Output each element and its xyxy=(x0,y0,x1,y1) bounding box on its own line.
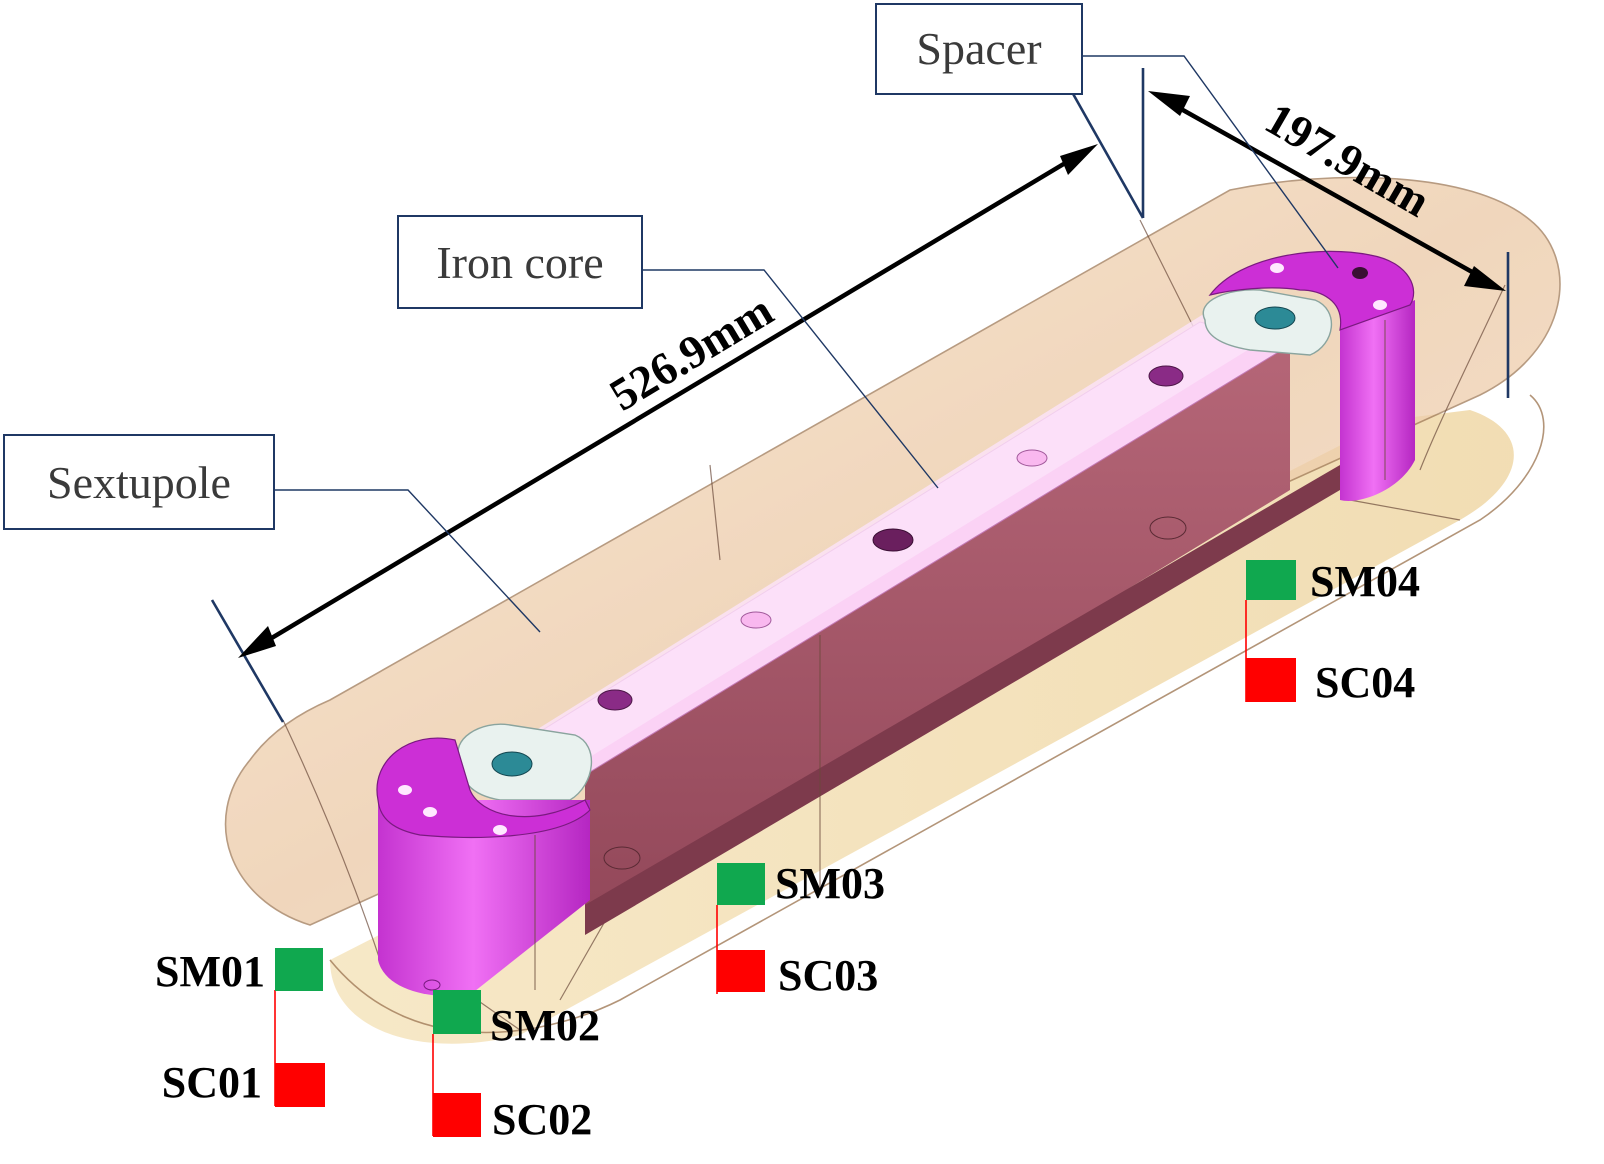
iron-core xyxy=(468,310,1340,935)
spacer-bolt-near xyxy=(491,751,533,777)
sc04-label: SC04 xyxy=(1315,658,1415,707)
sm03-marker xyxy=(717,863,765,905)
end-block-near xyxy=(376,737,591,997)
sc03-label: SC03 xyxy=(778,951,878,1000)
spacer-callout: Spacer xyxy=(875,3,1083,95)
end-block-far xyxy=(1208,250,1415,501)
end-block-far-body xyxy=(1340,300,1415,501)
core-hole xyxy=(740,611,772,629)
sc04-marker xyxy=(1246,658,1296,702)
core-hole xyxy=(872,528,914,552)
sm01-label: SM01 xyxy=(155,947,265,996)
sm03-label: SM03 xyxy=(775,859,885,908)
sc03-marker xyxy=(717,950,765,992)
core-side-hole xyxy=(603,846,641,870)
housing-edge-4 xyxy=(1419,284,1506,471)
end-hole xyxy=(1352,267,1368,279)
sc01-marker xyxy=(275,1063,325,1107)
spacer-plates xyxy=(457,289,1332,801)
core-side-hole xyxy=(1149,516,1187,540)
housing-rim-bottom xyxy=(329,394,1545,1034)
sm02-label: SM02 xyxy=(490,1001,600,1050)
iron-core-callout: Iron core xyxy=(397,215,643,309)
end-hole xyxy=(1270,263,1284,273)
width-dimension-arrow xyxy=(1148,91,1506,291)
end-hole xyxy=(423,979,441,991)
spacer-leader-line xyxy=(1082,55,1339,269)
length-dimension-arrow xyxy=(238,144,1098,658)
iron-core-lip xyxy=(585,465,1340,935)
extension-line-length-far xyxy=(1070,91,1145,219)
housing-edge-6 xyxy=(1349,499,1461,521)
sensor-group-2: SM02 SC02 xyxy=(432,990,600,1144)
iron-core-label: Iron core xyxy=(436,237,603,288)
core-hole xyxy=(1016,449,1048,467)
sensor-group-3: SM03 SC03 xyxy=(716,859,885,1000)
end-hole xyxy=(493,825,507,835)
iron-core-side xyxy=(585,345,1290,920)
sm04-label: SM04 xyxy=(1310,557,1420,606)
sm04-marker xyxy=(1246,560,1296,600)
core-hole xyxy=(597,689,633,711)
sensor-group-4: SM04 SC04 xyxy=(1245,557,1420,707)
end-hole xyxy=(1373,300,1387,310)
sextupole-label: Sextupole xyxy=(47,457,231,508)
housing-edge-2 xyxy=(709,464,721,561)
sensor-group-1: SM01 SC01 xyxy=(155,947,325,1107)
end-hole xyxy=(398,785,412,795)
sc02-label: SC02 xyxy=(492,1095,592,1144)
sextupole-callout: Sextupole xyxy=(3,434,275,530)
end-hole xyxy=(423,807,437,817)
sextupole-leader-line xyxy=(274,489,541,633)
sc02-marker xyxy=(433,1093,481,1137)
spacer-label: Spacer xyxy=(916,23,1041,74)
extension-line-length-near xyxy=(210,599,285,723)
sm02-marker xyxy=(433,990,481,1034)
spacer-bolt-far xyxy=(1254,306,1296,330)
sc01-label: SC01 xyxy=(162,1058,262,1107)
iron-core-leader-line xyxy=(642,269,939,489)
core-hole xyxy=(1148,365,1184,387)
end-block-near-body xyxy=(378,800,590,997)
sm01-marker xyxy=(275,948,323,991)
housing-edge-1 xyxy=(282,719,381,961)
